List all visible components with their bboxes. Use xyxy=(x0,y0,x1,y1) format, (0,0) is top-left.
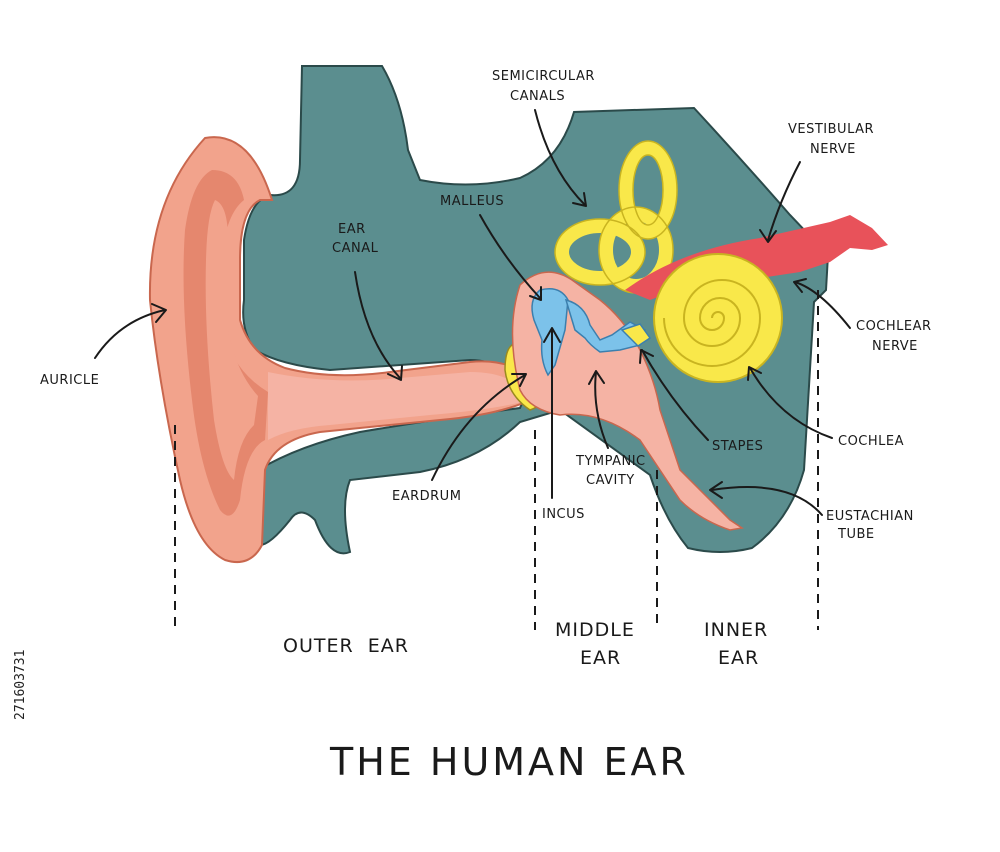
auricle-arrow xyxy=(94,303,167,359)
label-ear-canal: EAR CANAL xyxy=(332,222,379,256)
eardrum-arrow xyxy=(431,373,527,481)
section-inner-ear: INNER EAR xyxy=(704,619,775,669)
ear-canal-arrow xyxy=(354,271,403,381)
ear-canal-shape xyxy=(268,372,522,440)
label-incus: INCUS xyxy=(542,507,585,522)
auricle-inner xyxy=(205,200,258,480)
tympanic-cavity-shape xyxy=(511,271,744,531)
label-semicircular-canals: SEMICIRCULAR CANALS xyxy=(492,69,600,104)
label-eardrum: EARDRUM xyxy=(392,489,461,504)
cochlear-nerve-arrow xyxy=(793,278,851,329)
label-malleus: MALLEUS xyxy=(440,194,504,209)
stapes-arrow xyxy=(639,349,709,441)
malleus-arrow xyxy=(479,214,542,301)
stapes-shape xyxy=(620,323,652,347)
vestibular-nerve-arrow xyxy=(759,161,801,243)
label-stapes: STAPES xyxy=(712,439,763,454)
cochlea-arrow xyxy=(747,366,833,439)
label-cochlea: COCHLEA xyxy=(838,434,904,449)
eustachian-tube-arrow xyxy=(709,481,823,516)
label-tympanic-cavity: TYMPANIC CAVITY xyxy=(575,454,650,488)
label-eustachian-tube: EUSTACHIAN TUBE xyxy=(826,509,919,542)
label-cochlear-nerve: COCHLEAR NERVE xyxy=(856,319,936,354)
cochlea-shape xyxy=(653,253,783,383)
label-vestibular-nerve: VESTIBULAR NERVE xyxy=(788,122,879,157)
page-title: THE HUMAN EAR xyxy=(329,740,689,784)
section-middle-ear: MIDDLE EAR xyxy=(555,619,642,669)
semicircular-canals-arrow xyxy=(534,109,587,207)
label-auricle: AURICLE xyxy=(40,373,99,388)
incus-arrow xyxy=(543,327,561,499)
section-outer-ear: OUTER EAR xyxy=(283,635,409,657)
tympanic-cavity-arrow xyxy=(588,370,609,449)
side-id: 271603731 xyxy=(13,650,28,720)
